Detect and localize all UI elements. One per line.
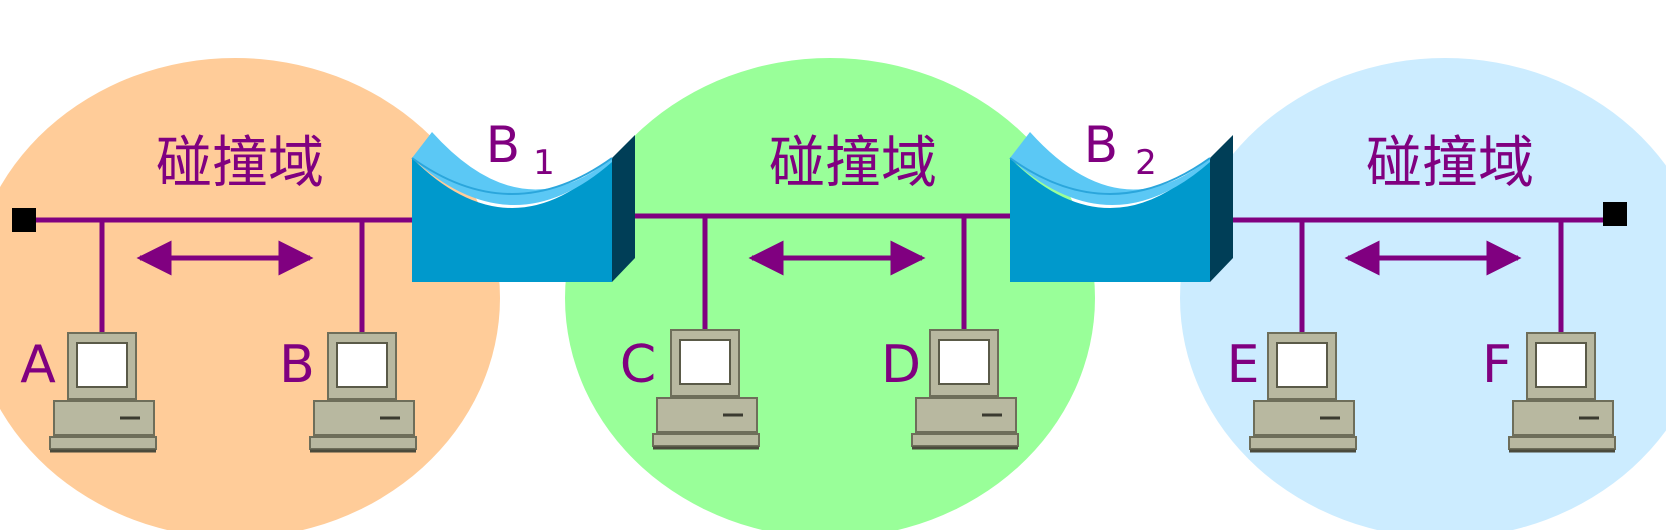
desktop-computer-icon: [652, 329, 760, 450]
bus-line-left: [22, 217, 412, 333]
host-label-d: D: [881, 335, 921, 395]
collision-domain-middle-area: [565, 58, 1095, 530]
computers-layer: [49, 329, 1616, 453]
bridge-device-icon: [1009, 132, 1233, 282]
bus-line-right: [1233, 217, 1614, 333]
desktop-computer-icon: [1249, 332, 1357, 453]
host-label-a: A: [20, 335, 56, 395]
bridge-subscript-b2: 2: [1135, 143, 1157, 183]
bus-terminator-icon: [1603, 202, 1627, 226]
bus-terminator-icon: [12, 208, 36, 232]
desktop-computer-icon: [49, 332, 157, 453]
collision-domain-label-right: 碰撞域: [1366, 131, 1534, 196]
host-label-c: C: [620, 335, 656, 395]
collision-domain-left-area: [0, 58, 500, 530]
desktop-computer-icon: [309, 332, 417, 453]
desktop-computer-icon: [911, 329, 1019, 450]
bridge-label-b2: B: [1084, 116, 1118, 174]
host-label-f: F: [1482, 335, 1512, 395]
bridge-device-icon: [411, 132, 635, 282]
collision-domain-label-left: 碰撞域: [156, 131, 324, 196]
bridge-label-b1: B: [486, 116, 520, 174]
host-label-e: E: [1227, 335, 1260, 395]
bridge-subscript-b1: 1: [533, 143, 555, 183]
bridge-device-b2: B 2: [1009, 116, 1233, 282]
collision-domain-right-area: [1180, 58, 1666, 530]
collision-domain-label-middle: 碰撞域: [769, 131, 937, 196]
host-label-b: B: [279, 335, 315, 395]
desktop-computer-icon: [1508, 332, 1616, 453]
bridge-device-b1: B 1: [411, 116, 635, 282]
bus-line-middle: [634, 213, 1010, 330]
